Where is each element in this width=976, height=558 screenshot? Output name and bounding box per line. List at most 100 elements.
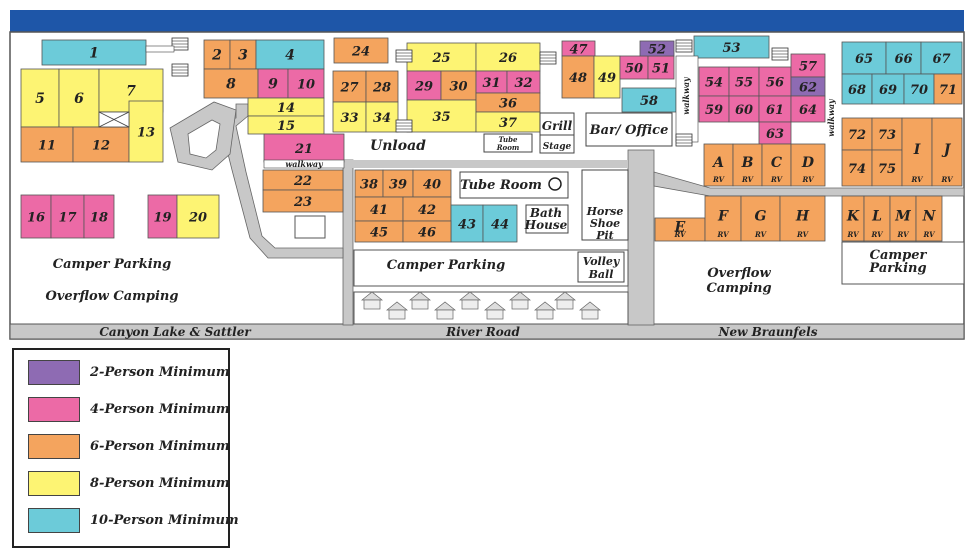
lot-36[interactable]: 36 (475, 92, 541, 113)
lot-48[interactable]: 48 (561, 55, 595, 99)
lot-number: E (674, 220, 686, 236)
lot-n[interactable]: NRV (915, 195, 943, 242)
lot-64[interactable]: 64 (790, 95, 826, 123)
lot-j[interactable]: JRV (931, 117, 963, 187)
lot-38[interactable]: 38 (354, 169, 384, 198)
lot-32[interactable]: 32 (506, 70, 541, 94)
lot-26[interactable]: 26 (475, 42, 541, 72)
utility-x (98, 111, 130, 128)
lot-68[interactable]: 68 (841, 73, 873, 105)
lot-49[interactable]: 49 (593, 55, 621, 99)
lot-e[interactable]: ERV (654, 217, 706, 242)
legend-label: 8-Person Minimum (90, 476, 230, 491)
lot-19[interactable]: 19 (147, 194, 178, 239)
legend-label: 10-Person Minimum (90, 513, 239, 528)
lot-42[interactable]: 42 (402, 196, 452, 222)
lot-43[interactable]: 43 (450, 204, 484, 243)
lot-59[interactable]: 59 (698, 95, 730, 123)
lot-3[interactable]: 3 (229, 39, 257, 70)
lot-number: 66 (894, 52, 912, 67)
lot-a[interactable]: ARV (703, 143, 734, 187)
lot-12[interactable]: 12 (72, 126, 130, 163)
lot-34[interactable]: 34 (365, 101, 399, 133)
lot-h[interactable]: HRV (779, 195, 826, 242)
rv-label: RV (712, 175, 726, 184)
lot-number: 43 (458, 218, 476, 233)
lot-1[interactable]: 1 (41, 39, 147, 66)
lot-63[interactable]: 63 (758, 121, 792, 145)
lot-27[interactable]: 27 (332, 70, 367, 103)
lot-67[interactable]: 67 (920, 41, 963, 75)
lot-39[interactable]: 39 (382, 169, 414, 198)
lot-58[interactable]: 58 (621, 87, 677, 113)
lot-number: 32 (514, 76, 532, 91)
lot-44[interactable]: 44 (482, 204, 518, 243)
lot-57[interactable]: 57 (790, 53, 826, 78)
lot-m[interactable]: MRV (889, 195, 917, 242)
lot-9[interactable]: 9 (257, 68, 289, 99)
lot-l[interactable]: LRV (863, 195, 891, 242)
lot-40[interactable]: 40 (412, 169, 452, 198)
lot-21[interactable]: 21 (263, 133, 345, 163)
lot-33[interactable]: 33 (332, 101, 367, 133)
lot-56[interactable]: 56 (758, 66, 792, 97)
lot-i[interactable]: IRV (901, 117, 933, 187)
lot-11[interactable]: 11 (20, 126, 74, 163)
lot-15[interactable]: 15 (247, 115, 325, 135)
lot-72[interactable]: 72 (841, 117, 873, 151)
lot-37[interactable]: 37 (475, 111, 541, 133)
lot-30[interactable]: 30 (440, 70, 477, 101)
lot-4[interactable]: 4 (255, 39, 325, 70)
lot-75[interactable]: 75 (871, 149, 903, 187)
lot-55[interactable]: 55 (728, 66, 760, 97)
lot-46[interactable]: 46 (402, 220, 452, 243)
lot-47[interactable]: 47 (561, 40, 596, 58)
lot-41[interactable]: 41 (354, 196, 404, 222)
lot-d[interactable]: DRV (790, 143, 826, 187)
lot-73[interactable]: 73 (871, 117, 903, 151)
lot-65[interactable]: 65 (841, 41, 887, 75)
lot-53[interactable]: 53 (693, 35, 770, 59)
lot-74[interactable]: 74 (841, 149, 873, 187)
lot-number: H (795, 209, 810, 225)
lot-54[interactable]: 54 (698, 66, 730, 97)
lot-13[interactable]: 13 (128, 100, 164, 163)
lot-f[interactable]: FRV (704, 195, 742, 242)
lot-25[interactable]: 25 (406, 42, 477, 72)
lot-71[interactable]: 71 (933, 73, 963, 105)
lot-60[interactable]: 60 (728, 95, 760, 123)
lot-28[interactable]: 28 (365, 70, 399, 103)
lot-17[interactable]: 17 (50, 194, 85, 239)
lot-g[interactable]: GRV (740, 195, 781, 242)
lot-b[interactable]: BRV (732, 143, 763, 187)
lot-c[interactable]: CRV (761, 143, 792, 187)
lot-69[interactable]: 69 (871, 73, 905, 105)
lot-18[interactable]: 18 (83, 194, 115, 239)
lot-70[interactable]: 70 (903, 73, 935, 105)
lot-16[interactable]: 16 (20, 194, 52, 239)
lot-35[interactable]: 35 (406, 99, 477, 133)
lot-2[interactable]: 2 (203, 39, 231, 70)
lot-10[interactable]: 10 (287, 68, 325, 99)
lot-62[interactable]: 62 (790, 76, 826, 97)
lot-number: G (755, 209, 767, 225)
volley-ball-label: Volley (583, 255, 621, 268)
lot-20[interactable]: 20 (176, 194, 220, 239)
lot-51[interactable]: 51 (647, 55, 675, 80)
lot-8[interactable]: 8 (203, 68, 259, 99)
lot-5[interactable]: 5 (20, 68, 60, 128)
lot-52[interactable]: 52 (639, 40, 675, 58)
lot-6[interactable]: 6 (58, 68, 100, 128)
lot-45[interactable]: 45 (354, 220, 404, 243)
lot-23[interactable]: 23 (262, 189, 344, 213)
lot-31[interactable]: 31 (475, 70, 508, 94)
lot-66[interactable]: 66 (885, 41, 922, 75)
lot-k[interactable]: KRV (841, 195, 865, 242)
lot-50[interactable]: 50 (619, 55, 649, 80)
lot-24[interactable]: 24 (333, 37, 389, 64)
lot-22[interactable]: 22 (262, 169, 344, 191)
lot-61[interactable]: 61 (758, 95, 792, 123)
lot-number: 11 (38, 139, 56, 154)
lot-29[interactable]: 29 (406, 70, 442, 101)
lot-14[interactable]: 14 (247, 97, 325, 117)
